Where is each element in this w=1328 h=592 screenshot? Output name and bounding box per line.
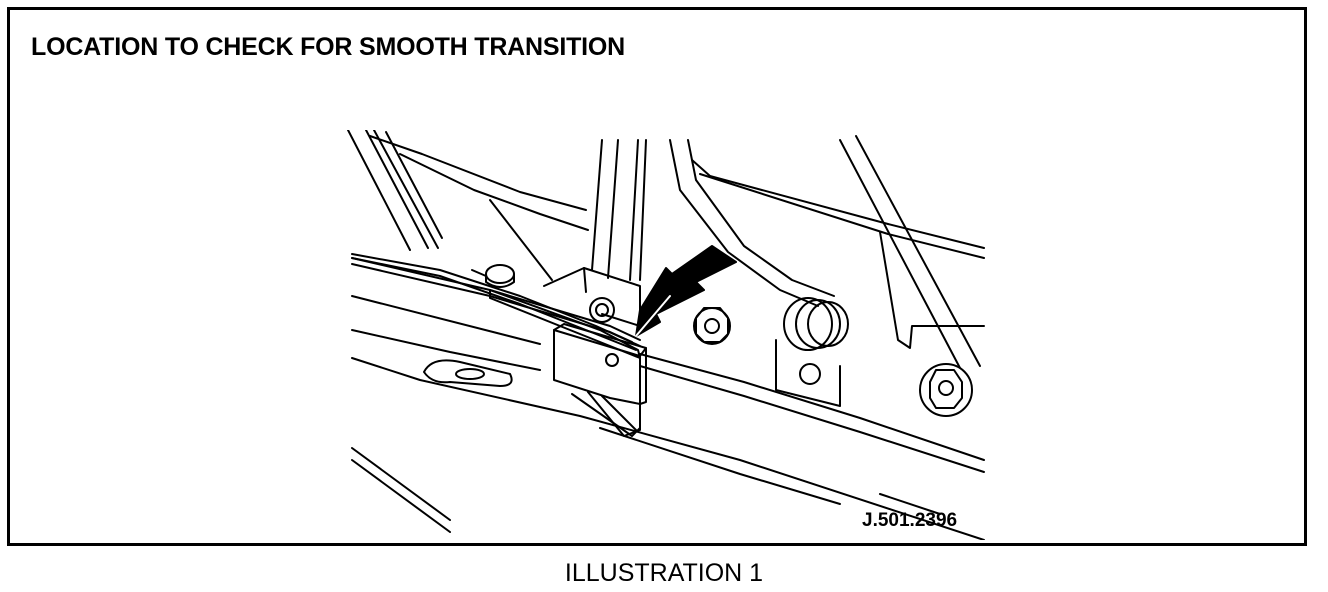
reference-code-label: J.501.2396 [862,510,958,531]
pivot-bushing [775,297,849,407]
upper-block [543,267,641,327]
transition-indicator-arrow [635,245,737,337]
reference-leader-line [879,493,941,515]
hex-bolt-right [919,363,973,417]
bracket-block [553,323,647,437]
right-frame-lines [839,135,985,369]
mounting-tab [423,359,513,387]
hinge-arm [669,139,985,307]
upper-left-frame-lines [347,130,589,281]
hex-nut-center [693,307,731,345]
figure-heading: LOCATION TO CHECK FOR SMOOTH TRANSITION [31,33,626,61]
left-bolt [471,264,515,288]
vertical-post [591,139,647,281]
technical-line-drawing [340,130,1000,540]
illustration-frame: LOCATION TO CHECK FOR SMOOTH TRANSITION [7,7,1307,546]
illustration-caption: ILLUSTRATION 1 [564,559,764,587]
